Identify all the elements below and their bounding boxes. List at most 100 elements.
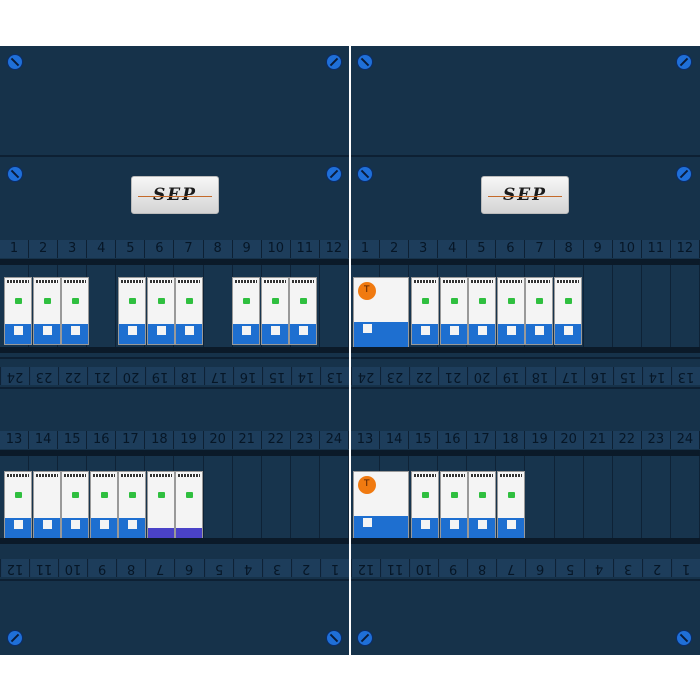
rail-divider xyxy=(351,579,700,581)
rail-number: 21 xyxy=(87,367,117,385)
circuit-breaker[interactable] xyxy=(411,471,439,539)
brand-logo: SEP xyxy=(481,176,569,214)
rail-number: 8 xyxy=(116,559,146,577)
circuit-breaker[interactable] xyxy=(525,277,553,345)
rail-number: 24 xyxy=(320,431,349,449)
rail-number: 19 xyxy=(525,431,555,449)
circuit-breaker[interactable] xyxy=(4,277,32,345)
rail-divider xyxy=(0,579,349,581)
circuit-breaker[interactable] xyxy=(118,277,146,345)
rcbo-module[interactable] xyxy=(90,471,118,539)
rail-number: 13 xyxy=(351,431,381,449)
circuit-breaker[interactable] xyxy=(61,277,89,345)
rail-number: 12 xyxy=(671,240,700,258)
circuit-breaker[interactable] xyxy=(232,277,260,345)
slot xyxy=(525,456,555,538)
rail-number: 18 xyxy=(174,367,204,385)
rail-number: 11 xyxy=(29,559,59,577)
rcbo-module[interactable] xyxy=(118,471,146,539)
rail-number: 4 xyxy=(232,559,262,577)
slot xyxy=(261,456,291,538)
rail-number: 5 xyxy=(116,240,146,258)
circuit-breaker[interactable] xyxy=(554,277,582,345)
rail-number: 24 xyxy=(351,367,381,385)
screw-icon xyxy=(676,630,692,646)
circuit-breaker[interactable] xyxy=(33,471,61,539)
main-rcd-switch[interactable] xyxy=(353,471,409,543)
rail-number: 23 xyxy=(380,367,410,385)
rail-number: 19 xyxy=(496,367,526,385)
rail-number: 24 xyxy=(671,431,700,449)
circuit-breaker[interactable] xyxy=(261,277,289,345)
slot xyxy=(641,265,671,347)
circuit-breaker[interactable] xyxy=(497,277,525,345)
rail-number: 19 xyxy=(174,431,204,449)
circuit-breaker[interactable] xyxy=(440,471,468,539)
bottom-rail-numbers: 12 11 10 9 8 7 6 5 4 3 2 1 xyxy=(351,559,700,577)
rail-number: 3 xyxy=(261,559,291,577)
rail-number: 18 xyxy=(525,367,555,385)
rail-number: 19 xyxy=(145,367,175,385)
brand-logo: SEP xyxy=(131,176,219,214)
cover-divider xyxy=(0,155,349,157)
rail-number: 15 xyxy=(261,367,291,385)
rail-number: 10 xyxy=(58,559,88,577)
screw-icon xyxy=(7,54,23,70)
distribution-panel-right: SEP 1 2 3 4 5 6 7 8 9 10 11 12 24 23 22 … xyxy=(351,46,700,655)
circuit-breaker[interactable] xyxy=(147,471,175,539)
main-rcd-switch[interactable] xyxy=(353,277,409,349)
rail-number: 3 xyxy=(612,559,642,577)
rail-number: 15 xyxy=(612,367,642,385)
slot xyxy=(554,456,584,538)
rail-number: 21 xyxy=(584,431,613,449)
rail-number: 6 xyxy=(174,559,204,577)
slot xyxy=(319,265,349,347)
circuit-breaker[interactable] xyxy=(468,277,496,345)
rail-number: 3 xyxy=(409,240,439,258)
rcbo-module[interactable] xyxy=(61,471,89,539)
rail-number: 20 xyxy=(467,367,497,385)
rail-divider xyxy=(351,387,700,389)
rail-number: 24 xyxy=(0,367,30,385)
circuit-breaker[interactable] xyxy=(440,277,468,345)
logo-text: SEP xyxy=(502,185,548,205)
rail-number: 2 xyxy=(380,240,410,258)
rail-number: 7 xyxy=(145,559,175,577)
slot xyxy=(670,265,700,347)
din-rail-strip xyxy=(0,347,349,353)
screw-icon xyxy=(676,54,692,70)
slot xyxy=(319,456,349,538)
rail-number: 14 xyxy=(290,367,320,385)
slot xyxy=(641,456,671,538)
rail-number: 18 xyxy=(496,431,526,449)
circuit-breaker[interactable] xyxy=(411,277,439,345)
circuit-breaker[interactable] xyxy=(468,471,496,539)
circuit-breaker[interactable] xyxy=(147,277,175,345)
mid-rail-numbers-b: 13 14 15 16 17 18 19 20 21 22 23 24 xyxy=(351,431,700,449)
slot xyxy=(670,456,700,538)
circuit-breaker[interactable] xyxy=(175,277,203,345)
circuit-breaker[interactable] xyxy=(289,277,317,345)
rail-number: 23 xyxy=(642,431,671,449)
rail-number: 4 xyxy=(583,559,613,577)
circuit-breaker[interactable] xyxy=(497,471,525,539)
rail-number: 14 xyxy=(29,431,59,449)
slot xyxy=(583,265,613,347)
rail-number: 13 xyxy=(0,431,30,449)
rail-number: 13 xyxy=(670,367,700,385)
rail-number: 17 xyxy=(554,367,584,385)
circuit-breaker[interactable] xyxy=(33,277,61,345)
rail-number: 10 xyxy=(409,559,439,577)
rail-number: 1 xyxy=(319,559,349,577)
rail-number: 8 xyxy=(204,240,233,258)
rail-number: 21 xyxy=(233,431,262,449)
circuit-breaker[interactable] xyxy=(175,471,203,539)
rcd-module[interactable] xyxy=(4,471,32,539)
rail-number: 1 xyxy=(670,559,700,577)
rail-number: 17 xyxy=(203,367,233,385)
rail-number: 22 xyxy=(262,431,291,449)
rail-number: 8 xyxy=(555,240,584,258)
rail-number: 9 xyxy=(233,240,262,258)
rail-number: 4 xyxy=(438,240,468,258)
rail-number: 17 xyxy=(116,431,146,449)
